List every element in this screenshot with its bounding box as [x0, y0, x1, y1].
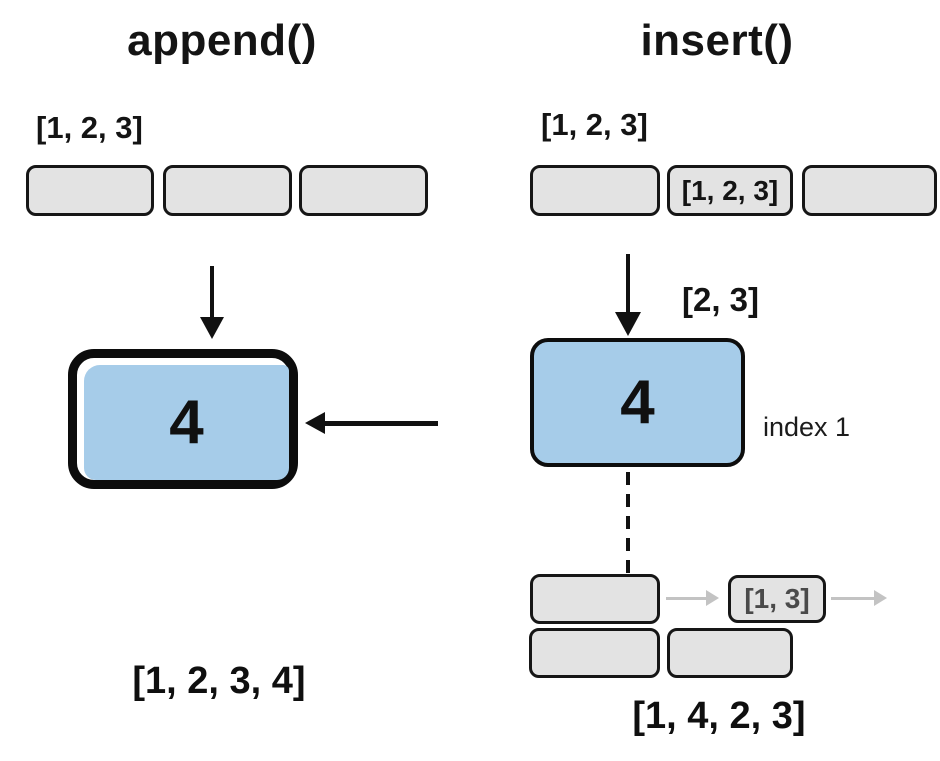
append-value: 4 — [169, 387, 204, 457]
insert-list-cell-1 — [530, 165, 660, 216]
insert-result-cell-1 — [529, 628, 660, 678]
append-input-list-label: [1, 2, 3] — [36, 110, 143, 145]
down-arrow-head — [200, 317, 224, 339]
insert-list-cell-2: [1, 2, 3] — [667, 165, 793, 216]
dashed-arrow-shaft — [626, 472, 630, 600]
gray-arrow-shaft — [666, 596, 706, 600]
insert-value: 4 — [620, 367, 655, 437]
gray-right-arrow-icon — [831, 590, 887, 606]
down-arrow-head — [615, 312, 641, 336]
append-list-cell-3 — [299, 165, 428, 216]
down-arrow-shaft — [626, 254, 630, 312]
left-arrow-shaft — [325, 420, 438, 426]
insert-middle-cell-value: [1, 2, 3] — [681, 174, 779, 206]
insert-result-label: [1, 4, 2, 3] — [632, 695, 806, 737]
insert-shifted-cell-value: [1, 3] — [744, 583, 810, 614]
left-arrow-head — [305, 412, 325, 434]
gray-right-arrow-icon — [666, 590, 719, 606]
down-arrow-icon — [615, 254, 641, 336]
insert-title: insert() — [640, 16, 794, 65]
insert-shift-cell-top — [530, 574, 660, 624]
insert-input-list-label: [1, 2, 3] — [541, 107, 648, 142]
insert-value-box: 4 — [530, 338, 745, 467]
insert-tail-list-label: [2, 3] — [682, 281, 760, 318]
gray-arrow-shaft — [831, 596, 874, 600]
gray-arrow-head — [874, 590, 887, 606]
insert-result-cell-2 — [667, 628, 793, 678]
append-value-box-fill: 4 — [84, 365, 289, 480]
append-list-cell-1 — [26, 165, 154, 216]
append-value-box: 4 — [68, 349, 298, 489]
insert-list-cell-3 — [802, 165, 937, 216]
insert-shifted-cell: [1, 3] — [728, 575, 826, 623]
append-list-cell-2 — [163, 165, 292, 216]
append-result-label: [1, 2, 3, 4] — [132, 660, 306, 702]
gray-arrow-head — [706, 590, 719, 606]
down-arrow-shaft — [210, 266, 214, 317]
left-arrow-icon — [305, 412, 438, 434]
append-title: append() — [127, 16, 317, 65]
insert-index-label: index 1 — [763, 412, 851, 442]
down-arrow-icon — [200, 266, 224, 339]
